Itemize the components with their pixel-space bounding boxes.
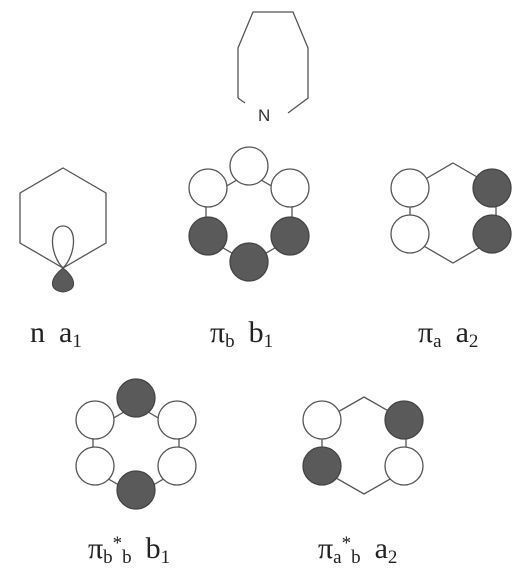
lobe-open [390,168,430,208]
orbital-superscript: * [341,533,352,554]
lobe-filled [270,216,310,256]
pi-b-orbital-figure [188,146,310,282]
lobe-open [270,168,310,208]
lobe-filled [116,470,156,510]
symmetry-letter: a [455,316,469,349]
orbital-subscript: b [225,331,235,352]
nitrogen-atom-label: N [258,106,270,125]
symmetry-letter: b [145,532,161,565]
symmetry-subscript: 2 [468,331,479,352]
symmetry-letter: a [374,532,388,565]
lobe-open [390,214,430,254]
lobe-open [188,168,228,208]
pi-b-star-orbital-figure [75,378,197,510]
lobe-open [75,446,115,486]
lobe-filled [472,214,512,254]
orbital-superscript: * [112,533,123,554]
orbital-symbol: π [88,532,104,565]
symmetry-letter: b [248,316,264,349]
pyridine-structure: N [237,11,309,125]
lobe-filled [116,378,156,418]
orbital-symbol: π [418,316,434,349]
lobe-filled [188,216,228,256]
orbital-subscript: a [433,331,442,352]
orbital-symbol: n [30,316,45,349]
orbital-symbol: π [210,316,226,349]
ring-bond [237,97,246,104]
lobe-open [51,225,75,269]
orbital-subscript: a [333,547,342,568]
symmetry-subscript: 2 [387,547,398,568]
lobe-filled [302,446,342,486]
symmetry-subscript: 1 [72,331,82,352]
symmetry-subscript: 1 [263,331,274,352]
orbital-subscript-2: b [122,547,132,568]
lobe-filled [384,400,424,440]
orbital-symbol: π [318,532,334,565]
orbital-subscript: b [103,547,113,568]
n-orbital-figure [19,167,107,293]
lobe-open [157,446,197,486]
lobe-open [384,446,424,486]
lobe-filled [52,267,74,293]
lobe-filled [472,168,512,208]
lobe-open [302,400,342,440]
lobe-open [75,400,115,440]
orbital-subscript-2: b [351,547,361,568]
lobe-open [157,400,197,440]
ring-outline [237,11,309,114]
lobe-filled [229,242,269,282]
pi-a-star-orbital-figure [302,396,424,495]
symmetry-subscript: 1 [160,547,171,568]
lobe-open [229,146,269,186]
pi-a-orbital-figure [390,162,512,264]
symmetry-letter: a [59,316,73,349]
